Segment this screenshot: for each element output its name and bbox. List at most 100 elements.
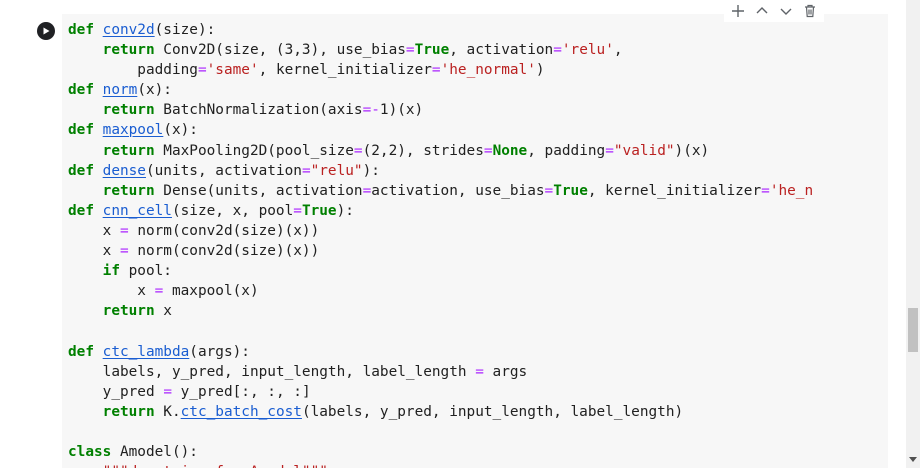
code-token: = bbox=[431, 62, 441, 79]
code-token: conv2d bbox=[102, 22, 155, 38]
code-token: (x): bbox=[163, 122, 198, 139]
scroll-down-arrow-icon[interactable] bbox=[909, 457, 917, 462]
code-line: return BatchNormalization(axis=-1)(x) bbox=[68, 100, 888, 120]
run-cell-button[interactable] bbox=[37, 22, 55, 40]
chevron-down-icon bbox=[780, 8, 792, 15]
code-cell[interactable] bbox=[62, 14, 888, 468]
code-token: = bbox=[362, 182, 372, 199]
move-down-button[interactable] bbox=[776, 1, 796, 21]
code-token: return bbox=[102, 142, 155, 159]
code-line: y_pred = y_pred[:, :, :] bbox=[68, 382, 888, 402]
code-line: """docstring for Amodel""" bbox=[68, 462, 888, 468]
code-token: norm(conv2d(size)(x)) bbox=[128, 243, 320, 260]
code-token: , padding bbox=[527, 142, 606, 159]
code-token: = bbox=[301, 162, 311, 179]
code-token bbox=[68, 404, 103, 420]
code-token bbox=[68, 183, 103, 199]
code-token: 'relu' bbox=[561, 42, 614, 59]
code-token: , kernel_initializer bbox=[258, 62, 432, 79]
code-token: )(x) bbox=[674, 142, 710, 159]
code-token: = bbox=[197, 62, 207, 79]
code-token: def bbox=[68, 122, 103, 139]
code-token: ) bbox=[535, 62, 545, 79]
code-token: (x): bbox=[137, 82, 172, 99]
code-token: = bbox=[483, 142, 493, 159]
code-token: = bbox=[353, 142, 363, 159]
delete-cell-button[interactable] bbox=[800, 1, 820, 21]
code-line: def dense(units, activation="relu"): bbox=[68, 161, 888, 181]
code-token: activation, use_bias bbox=[371, 182, 545, 199]
code-token: True bbox=[553, 182, 588, 199]
code-token: K. bbox=[154, 403, 181, 420]
code-token: dense bbox=[102, 162, 146, 179]
vertical-scrollbar[interactable] bbox=[906, 0, 920, 468]
code-line: def norm(x): bbox=[68, 80, 888, 100]
code-line: return Dense(units, activation=activatio… bbox=[68, 181, 888, 201]
code-token: = bbox=[119, 243, 129, 260]
code-token: labels, y_pred, input_length, label_leng… bbox=[68, 363, 476, 380]
code-token: return bbox=[102, 102, 155, 119]
code-token: args bbox=[483, 363, 528, 380]
code-line: x = norm(conv2d(size)(x)) bbox=[68, 221, 888, 241]
code-token: =- bbox=[362, 102, 380, 119]
code-line: def conv2d(size): bbox=[68, 20, 888, 40]
code-token: def bbox=[68, 162, 103, 179]
code-line: return Conv2D(size, (3,3), use_bias=True… bbox=[68, 40, 888, 60]
code-token: y_pred bbox=[68, 383, 164, 400]
code-line: def maxpool(x): bbox=[68, 120, 888, 140]
code-token: (labels, y_pred, input_length, label_len… bbox=[301, 403, 684, 420]
code-line bbox=[68, 321, 888, 341]
code-token: = bbox=[293, 202, 302, 219]
code-token: = bbox=[119, 222, 129, 239]
code-token: (2,2), strides bbox=[362, 142, 484, 159]
code-token: (units, activation bbox=[145, 162, 302, 179]
code-token: ): bbox=[362, 162, 380, 179]
code-token: = bbox=[761, 182, 770, 199]
code-token: "relu" bbox=[310, 162, 363, 179]
code-token: def bbox=[68, 202, 103, 219]
code-token: = bbox=[475, 363, 484, 380]
code-token: y_pred[:, :, :] bbox=[171, 383, 311, 400]
code-line: def cnn_cell(size, x, pool=True): bbox=[68, 201, 888, 221]
trash-icon bbox=[805, 4, 815, 18]
code-line: x = maxpool(x) bbox=[68, 281, 888, 301]
code-token: , bbox=[613, 42, 623, 59]
code-token: x bbox=[154, 303, 172, 320]
code-token: = bbox=[163, 383, 172, 400]
code-token: x bbox=[68, 222, 120, 239]
code-token: def bbox=[68, 343, 103, 360]
code-token: padding bbox=[68, 62, 198, 79]
code-token bbox=[68, 143, 103, 159]
code-token: return bbox=[102, 403, 155, 420]
code-token bbox=[68, 42, 103, 58]
code-token: def bbox=[68, 82, 103, 99]
code-token: None bbox=[492, 142, 528, 159]
code-token: return bbox=[102, 182, 155, 199]
code-token: = bbox=[605, 142, 614, 159]
code-token: BatchNormalization(axis bbox=[154, 102, 363, 119]
code-line: return x bbox=[68, 301, 888, 321]
code-editor[interactable]: def conv2d(size): return Conv2D(size, (3… bbox=[68, 20, 888, 468]
code-line: return K.ctc_batch_cost(labels, y_pred, … bbox=[68, 402, 888, 422]
code-token: ctc_lambda bbox=[102, 343, 190, 360]
code-token bbox=[68, 303, 103, 319]
code-token: x bbox=[68, 243, 120, 260]
code-line: labels, y_pred, input_length, label_leng… bbox=[68, 362, 888, 382]
code-token: True bbox=[301, 202, 337, 219]
code-token: (size): bbox=[154, 22, 216, 38]
code-token: x bbox=[68, 283, 155, 300]
code-token: True bbox=[414, 42, 450, 59]
add-cell-button[interactable] bbox=[728, 1, 748, 21]
move-up-button[interactable] bbox=[752, 1, 772, 21]
scrollbar-thumb[interactable] bbox=[908, 308, 918, 352]
code-line: padding='same', kernel_initializer='he_n… bbox=[68, 60, 888, 80]
code-token: 'he_n bbox=[769, 182, 814, 199]
code-token: , kernel_initializer bbox=[587, 182, 762, 199]
code-token: maxpool bbox=[102, 122, 164, 139]
chevron-up-icon bbox=[756, 7, 768, 14]
code-line bbox=[68, 422, 888, 442]
code-token: maxpool(x) bbox=[163, 283, 259, 300]
code-token: Amodel(): bbox=[119, 443, 198, 460]
code-token: = bbox=[405, 42, 415, 59]
code-token: 'same' bbox=[206, 62, 259, 79]
